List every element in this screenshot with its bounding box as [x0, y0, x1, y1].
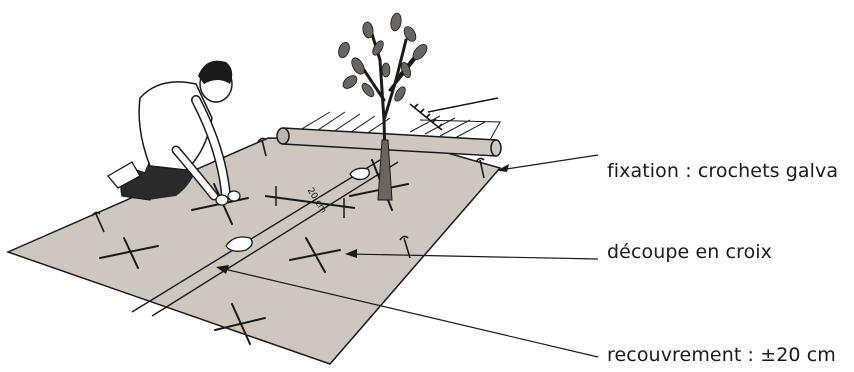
- gardener-figure: [108, 61, 240, 205]
- ground-cover-sheet: [8, 138, 500, 364]
- label-decoupe: découpe en croix: [607, 241, 772, 263]
- leader-line-fixation: [500, 155, 598, 170]
- label-fixation: fixation : crochets galva: [607, 160, 838, 182]
- label-recouvrement: recouvrement : ±20 cm: [607, 344, 836, 366]
